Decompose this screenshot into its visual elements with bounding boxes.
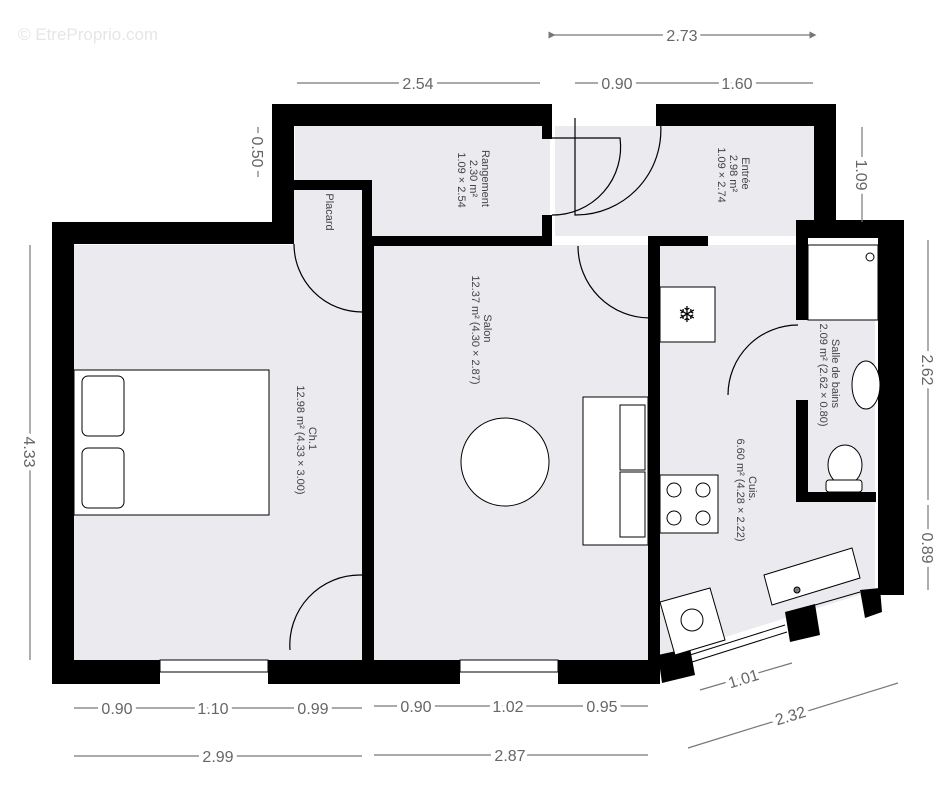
svg-text:1.60: 1.60 <box>721 76 752 93</box>
svg-text:1.09: 1.09 <box>852 159 869 190</box>
dimension-labels: 2.73 2.54 0.90 1.60 0.50 4.33 1.09 2.62 … <box>16 24 939 770</box>
svg-text:2.32: 2.32 <box>773 704 808 729</box>
sofa <box>582 396 649 546</box>
windows <box>159 591 861 673</box>
svg-text:Salle de bains 2.09 m² (: Salle de bains 2.09 m² (2.62 × 0.80) <box>817 323 841 426</box>
svg-text:0.95: 0.95 <box>586 699 617 716</box>
washing-machine <box>659 587 726 656</box>
bed <box>73 369 270 516</box>
walls <box>52 104 904 684</box>
svg-text:2.62: 2.62 <box>918 354 935 385</box>
room-name: Rangement <box>479 150 491 207</box>
cooktop <box>659 474 719 534</box>
svg-text:0.90: 0.90 <box>101 701 132 718</box>
washbasin <box>851 360 881 410</box>
doors <box>289 117 799 651</box>
kitchen-sink <box>763 547 861 606</box>
svg-text:1.10: 1.10 <box>197 701 228 718</box>
svg-text:Salon 12.37 m² (4.30 × 2: Salon 12.37 m² (4.30 × 2.87) <box>469 275 493 384</box>
svg-text:Rangement 2.30 m²: Rangement 2.30 m² 1.09 × 2.54 <box>455 150 491 210</box>
svg-text:1.02: 1.02 <box>492 699 523 716</box>
fridge: ❄ <box>659 286 716 343</box>
svg-text:Cuis. 6.60 m² (4.28 × 2.: Cuis. 6.60 m² (4.28 × 2.22) <box>734 438 758 541</box>
shower <box>807 244 879 321</box>
svg-text:1.01: 1.01 <box>726 667 761 692</box>
svg-text:0.90: 0.90 <box>601 76 632 93</box>
svg-text:0.90: 0.90 <box>400 699 431 716</box>
snowflake-icon: ❄ <box>678 302 696 327</box>
svg-text:0.99: 0.99 <box>297 701 328 718</box>
svg-text:2.73: 2.73 <box>666 28 697 45</box>
svg-text:0.50: 0.50 <box>248 136 265 167</box>
toilet <box>825 444 863 493</box>
svg-text:2.54: 2.54 <box>402 76 433 93</box>
svg-text:Placard: Placard <box>323 193 335 230</box>
svg-text:Ch.1 12.98 m² (4.33 × 3.: Ch.1 12.98 m² (4.33 × 3.00) <box>294 385 318 494</box>
dining-table <box>460 417 550 507</box>
svg-text:Entrée 2.98 m² 1.0: Entrée 2.98 m² 1.09 × 2.74 <box>715 147 751 202</box>
svg-text:0.89: 0.89 <box>918 532 935 563</box>
svg-text:4.33: 4.33 <box>20 436 37 467</box>
dimension-lines <box>29 31 929 757</box>
svg-text:2.87: 2.87 <box>494 748 525 765</box>
room-labels: Rangement 2.30 m² 1.09 × 2.54 Entrée 2.9… <box>294 147 841 541</box>
svg-text:2.99: 2.99 <box>202 749 233 766</box>
watermark: © EtreProprio.com <box>18 25 158 44</box>
